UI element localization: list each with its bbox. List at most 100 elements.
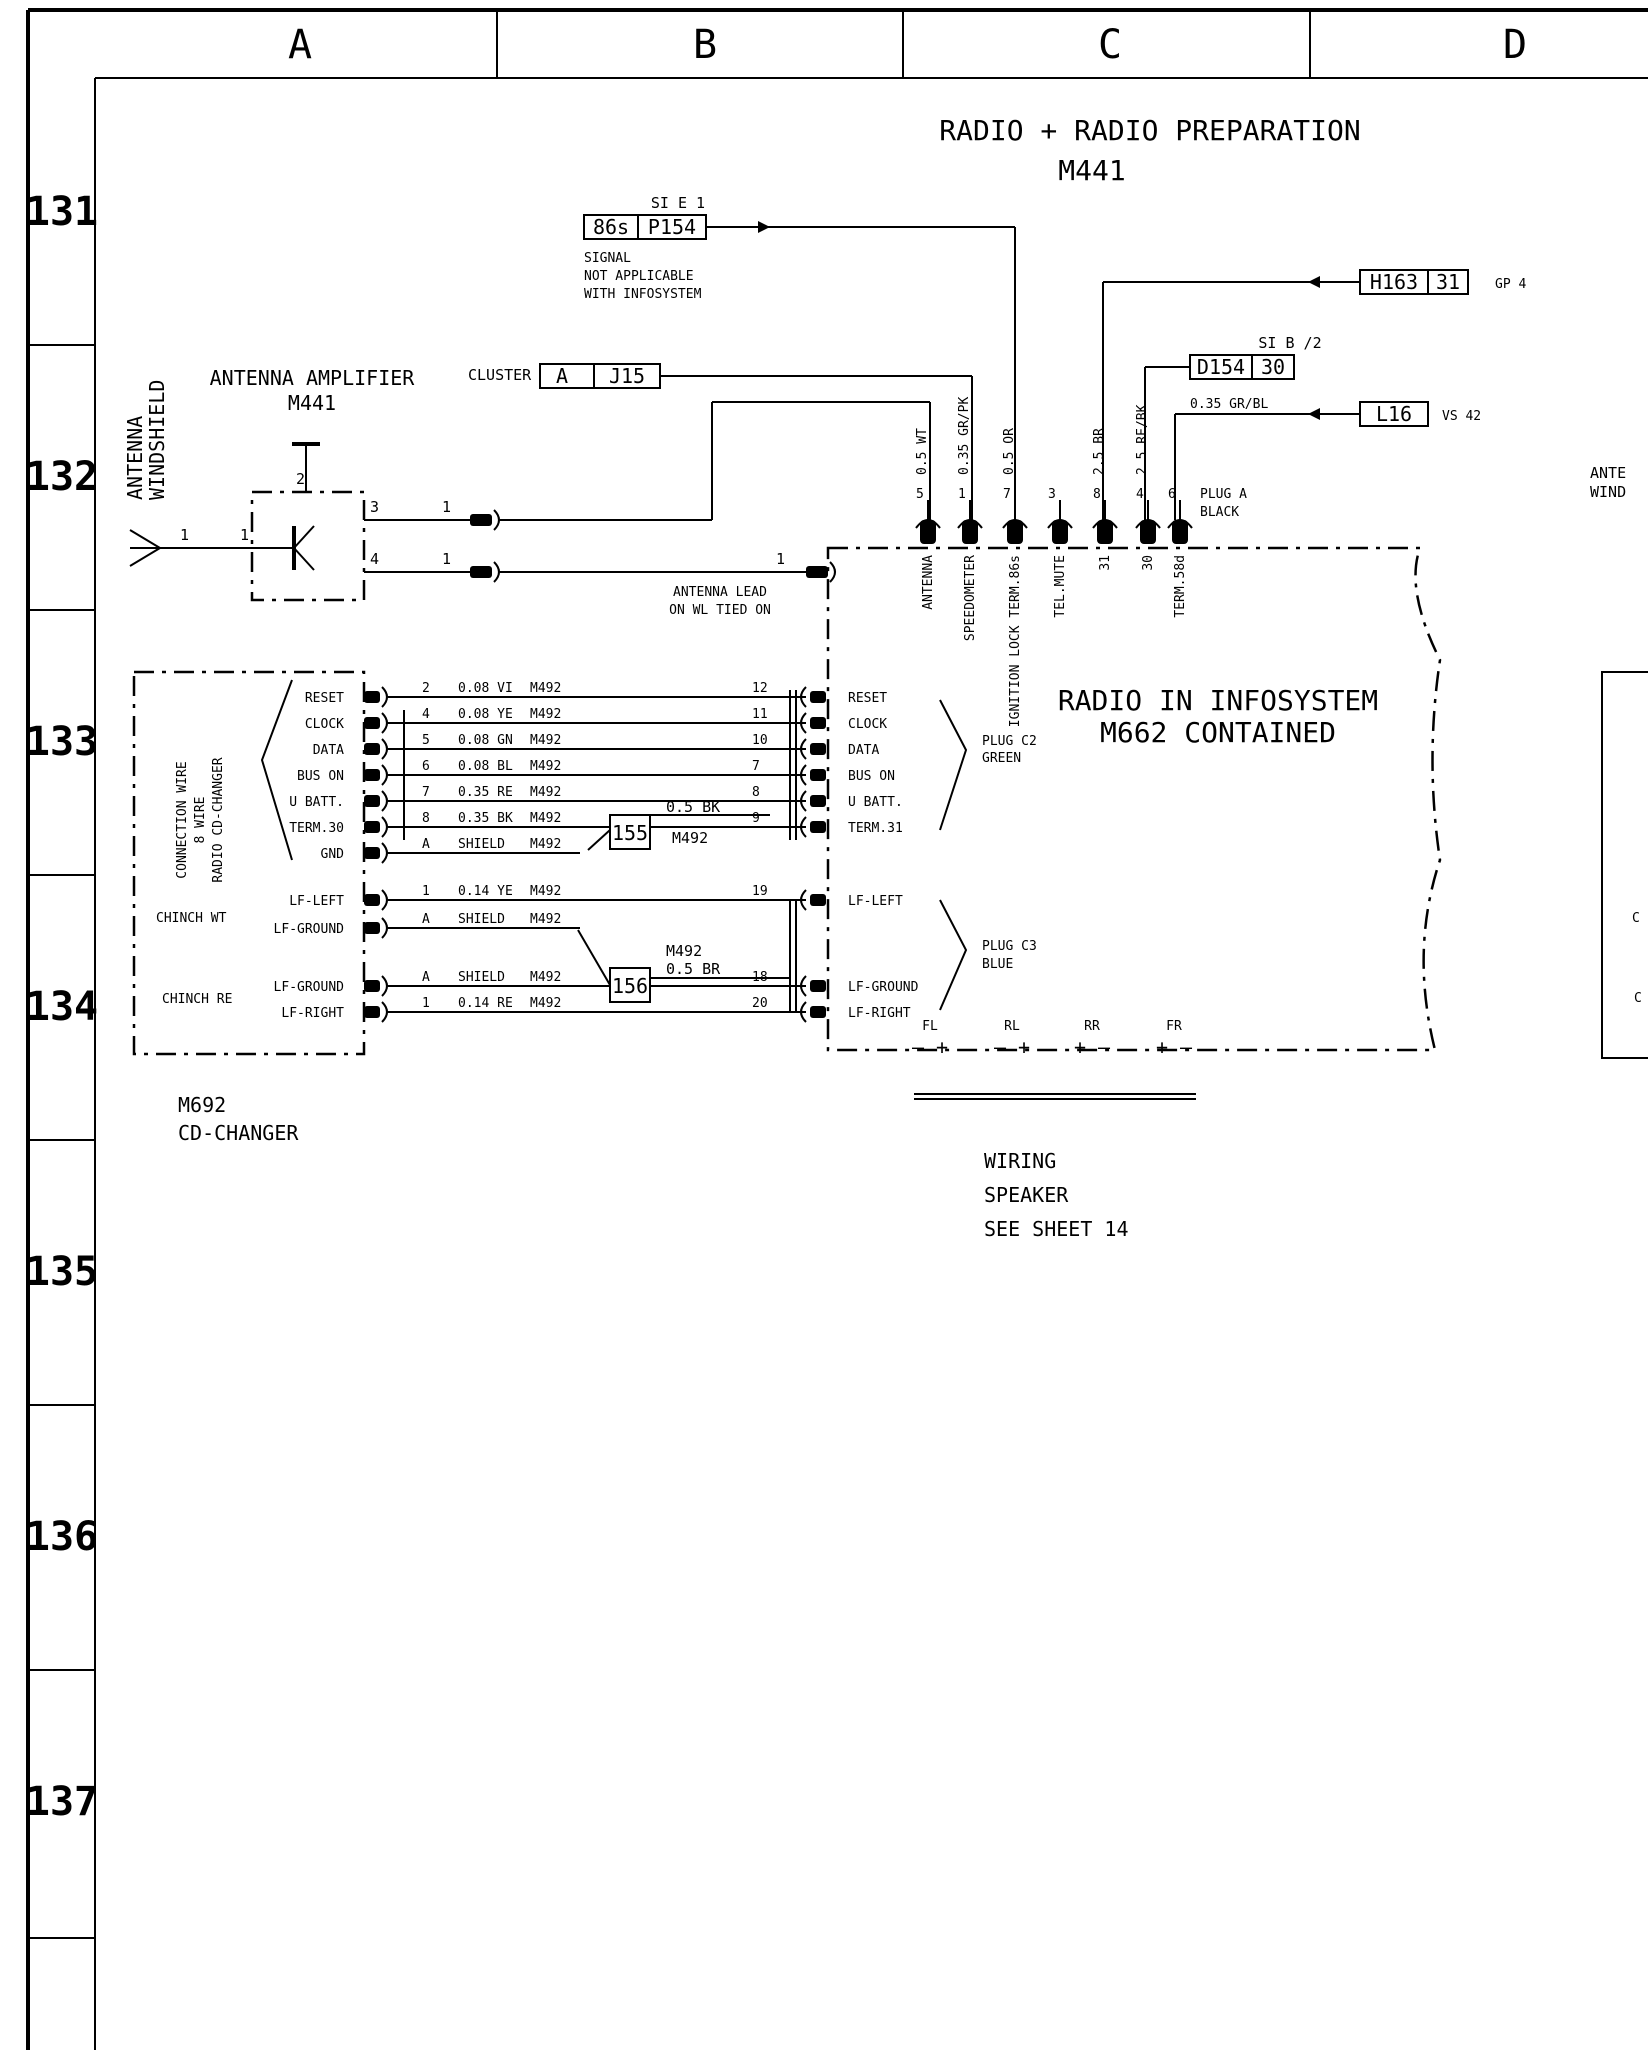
plug-a-function-label: TERM.58d: [1173, 555, 1188, 618]
right-pin-number: 19: [752, 884, 768, 899]
title-line-2: M441: [1058, 154, 1125, 187]
conn-wire-label-2: 8 WIRE: [193, 797, 208, 844]
cable-label: M492: [530, 970, 561, 985]
plug-a-pin: [1052, 520, 1068, 544]
speaker-polarity: + –: [1156, 1035, 1193, 1059]
ground-155-wire: 0.5 BK: [666, 798, 720, 816]
row-134-label: 134: [26, 984, 98, 1030]
plug-a-pin-number: 1: [958, 487, 966, 502]
speaker-outputs: FL– +RL– +RR+ –FR+ –: [912, 1019, 1193, 1059]
speaker-name: FR: [1166, 1019, 1182, 1034]
amplifier-box: [250, 490, 366, 602]
next-c2-label: C: [1634, 991, 1642, 1006]
wire-color-label: 0.35 RE: [458, 785, 513, 800]
arrow-left-icon: [1308, 276, 1320, 288]
plug-a-wire-label: 0.5 WT: [915, 428, 930, 475]
cluster-pin-label: A: [556, 364, 568, 388]
plug-c3-label: PLUG C3: [982, 939, 1037, 954]
ground-156-wire: 0.5 BR: [666, 960, 721, 978]
left-signal-label: LF-RIGHT: [281, 1006, 344, 1021]
wire-color-label: 0.14 RE: [458, 996, 513, 1011]
left-pin-number: 2: [422, 681, 430, 696]
plug-a-pin: [962, 520, 978, 544]
conn-wire-label-1: CONNECTION WIRE: [175, 761, 190, 878]
plug-a-wire-label: 2.5 RE/BK: [1135, 404, 1150, 475]
row-133-label: 133: [26, 719, 98, 765]
left-signal-label: LF-GROUND: [274, 980, 345, 995]
plug-c2-color: GREEN: [982, 751, 1021, 766]
left-signal-label: GND: [321, 847, 345, 862]
arrow-right-icon: [758, 221, 770, 233]
antenna-amplifier: ANTENNA AMPLIFIER M441 2 1 3 4 1 1 1 ANT…: [210, 366, 931, 618]
plug-a-pin: [1097, 520, 1113, 544]
left-pin-number: 1: [422, 884, 430, 899]
plug-a-pin-number: 5: [916, 487, 924, 502]
wiring-note-1: WIRING: [984, 1149, 1056, 1173]
chinch-wt-label: CHINCH WT: [156, 911, 227, 926]
plug-a-pin: [1172, 520, 1188, 544]
cable-label: M492: [530, 681, 561, 696]
right-signal-label: LF-RIGHT: [848, 1006, 911, 1021]
right-signal-label: LF-GROUND: [848, 980, 919, 995]
cd-changer-code: M692: [178, 1093, 226, 1117]
wire-color-label: SHIELD: [458, 837, 505, 852]
cable-label: M492: [530, 707, 561, 722]
row-132-label: 132: [26, 454, 98, 500]
conn-wire-label-3: RADIO CD-CHANGER: [211, 757, 226, 882]
right-pin-number: 9: [752, 811, 760, 826]
cluster-label: CLUSTER: [468, 366, 532, 384]
column-b-label: B: [693, 22, 717, 68]
left-signal-label: CLOCK: [305, 717, 344, 732]
wire-color-label: 0.35 BK: [458, 811, 513, 826]
antenna-lead-label-2: ON WL TIED ON: [669, 603, 771, 618]
cable-label: M492: [530, 811, 561, 826]
wire-color-label: 0.08 GN: [458, 733, 513, 748]
left-signal-label: LF-LEFT: [289, 894, 344, 909]
plug-a-pin: [1007, 520, 1023, 544]
left-signal-label: DATA: [313, 743, 344, 758]
column-a-label: A: [288, 22, 312, 68]
l16-wire-label: 0.35 GR/BL: [1190, 397, 1268, 412]
right-signal-label: TERM.31: [848, 821, 903, 836]
pin-86s-label: 86s: [593, 215, 629, 239]
cluster-pin-box: [539, 363, 595, 389]
right-pin-number: 8: [752, 785, 760, 800]
cable-label: M492: [530, 733, 561, 748]
d154-label: D154: [1197, 355, 1245, 379]
left-pin-number: A: [422, 912, 430, 927]
amp-pin-2: 2: [296, 470, 305, 488]
plug-a-wire-label: 2.5 BR: [1092, 428, 1107, 475]
left-pin-number: 6: [422, 759, 430, 774]
next-ante-label: ANTE: [1590, 464, 1626, 482]
d154-connection: SI B /2 D154 30: [1144, 334, 1322, 520]
plug-a-function-label: TEL.MUTE: [1053, 555, 1068, 618]
amp-pin-1: 1: [240, 526, 249, 544]
speaker-name: RL: [1004, 1019, 1020, 1034]
amp-pin-4: 4: [370, 550, 379, 568]
row-131-label: 131: [26, 189, 98, 235]
ground-155-box: [609, 814, 651, 850]
plug-a-pin-number: 7: [1003, 487, 1011, 502]
plug-a-pin: [1140, 520, 1156, 544]
plug-a-pin-number: 6: [1168, 487, 1176, 502]
left-signal-label: U BATT.: [289, 795, 344, 810]
right-signal-label: LF-LEFT: [848, 894, 903, 909]
wiring-note-3: SEE SHEET 14: [984, 1217, 1129, 1241]
j15-label: J15: [609, 364, 645, 388]
h163-pin-label: 31: [1436, 270, 1460, 294]
antenna-ws-pin: 1: [180, 526, 189, 544]
amp-pin-3: 3: [370, 498, 379, 516]
fuse-b2-label: SI B /2: [1258, 334, 1321, 352]
cd-changer-name: CD-CHANGER: [178, 1121, 299, 1145]
d154-pin-box: [1251, 354, 1295, 380]
right-signal-label: DATA: [848, 743, 879, 758]
